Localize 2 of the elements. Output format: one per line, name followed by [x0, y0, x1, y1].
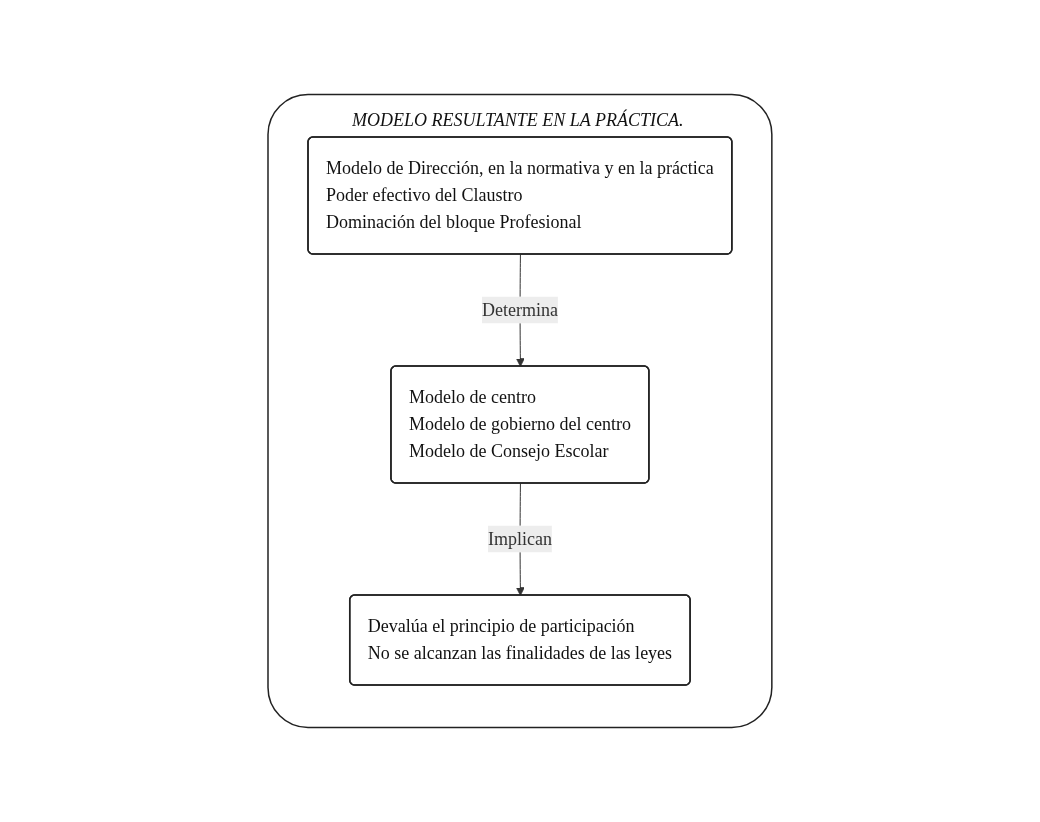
edge-label: Implican	[488, 528, 552, 549]
edge-label: Determina	[482, 299, 558, 320]
